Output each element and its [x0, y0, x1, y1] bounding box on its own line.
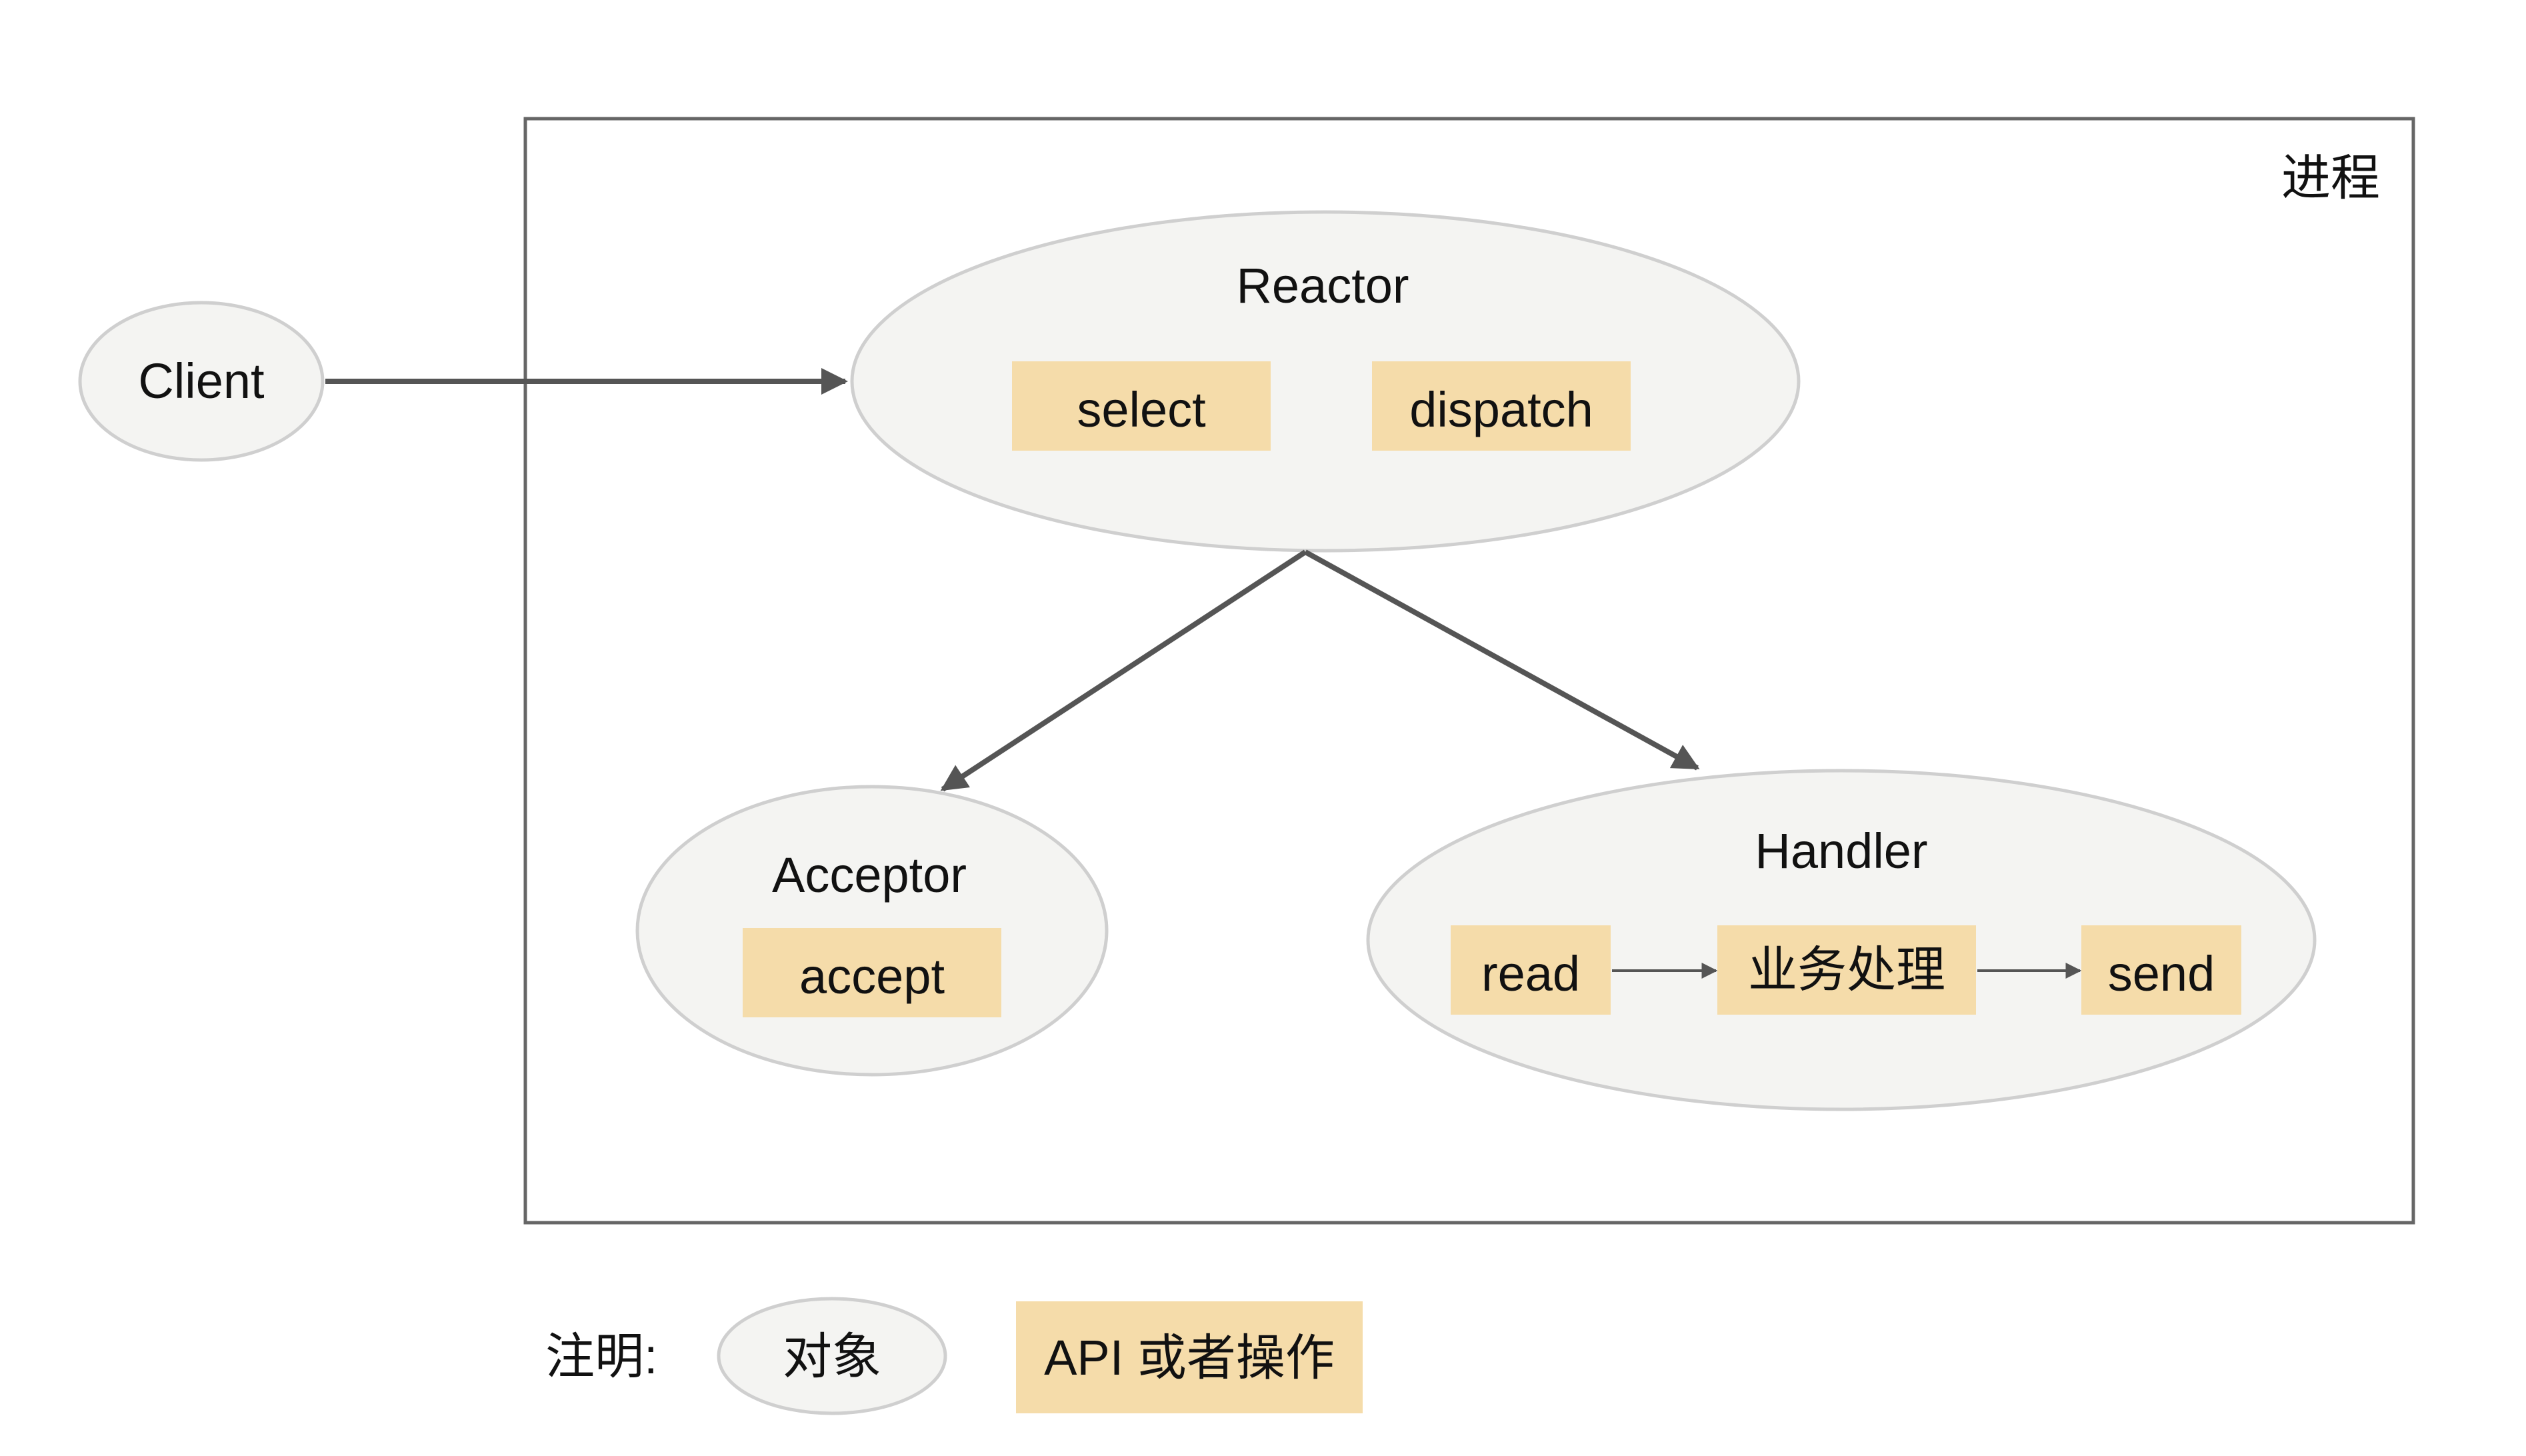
send-api-label: send [2108, 946, 2215, 1001]
read-api-label: read [1481, 946, 1580, 1001]
dispatch-api-box [1372, 361, 1631, 451]
legend-api-box [1016, 1301, 1363, 1413]
legend-object-label: 对象 [783, 1329, 881, 1384]
send-api-box [2081, 925, 2241, 1015]
select-api-box [1012, 361, 1271, 451]
reactor-node: Reactor select dispatch [850, 210, 1801, 553]
select-api-label: select [1077, 382, 1206, 437]
reactor-to-acceptor-arrow [940, 549, 1307, 792]
legend: 注明: 对象 API 或者操作 [545, 1297, 1363, 1415]
reactor-label: Reactor [1236, 258, 1409, 313]
handler-node: Handler read 业务处理 send [1366, 769, 2317, 1111]
reactor-to-handler-arrow [1304, 549, 1700, 771]
read-api-box [1451, 925, 1611, 1015]
client-label: Client [138, 353, 265, 409]
reactor-ellipse [850, 210, 1801, 553]
legend-title: 注明: [545, 1329, 658, 1384]
acceptor-label: Acceptor [772, 847, 967, 903]
process-label: 进程 [2281, 150, 2380, 205]
client-node: Client [78, 301, 325, 462]
legend-object-ellipse [717, 1297, 947, 1415]
acceptor-node: Acceptor accept [635, 785, 1109, 1077]
client-ellipse [78, 301, 325, 462]
legend-api-label: API 或者操作 [1044, 1330, 1335, 1385]
business-api-box [1717, 925, 1976, 1015]
handler-label: Handler [1755, 823, 1927, 879]
business-api-label: 业务处理 [1748, 942, 1945, 997]
dispatch-api-label: dispatch [1409, 382, 1593, 437]
accept-api-label: accept [799, 949, 945, 1004]
accept-api-box [743, 928, 1001, 1017]
process-frame [523, 117, 2415, 1225]
